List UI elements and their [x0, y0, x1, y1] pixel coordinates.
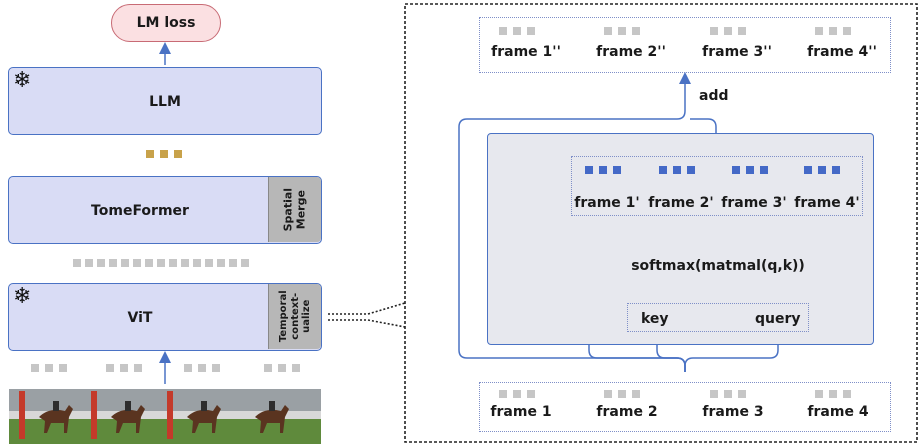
intermediate-frame-3-label: frame 3': [721, 195, 787, 211]
input-frame-4-label: frame 4: [807, 404, 869, 420]
token-gray: [169, 259, 177, 267]
spatial-merge-box: Spatial Merge: [268, 177, 321, 242]
snowflake-icon: ❄: [13, 284, 32, 309]
token-group: [31, 364, 67, 372]
token-group: [264, 364, 300, 372]
llm-block: ❄ LLM: [8, 67, 322, 135]
snowflake-icon: ❄: [13, 68, 32, 93]
softmax-label: softmax(matmal(q,k)): [631, 258, 805, 274]
token-gray: [217, 259, 225, 267]
video-frames-strip: [9, 389, 321, 444]
tomeformer-block: TomeFormer Spatial Merge: [8, 176, 322, 244]
token-row: [73, 259, 263, 268]
temporal-contextualize-label: Temporal context-ualize: [277, 290, 312, 343]
vit-block: ❄ ViT Temporal context-ualize: [8, 283, 322, 351]
output-frame-4-label: frame 4'': [807, 44, 877, 60]
token-gray: [181, 259, 189, 267]
llm-label: LLM: [149, 94, 181, 110]
spatial-merge-label: Spatial Merge: [281, 187, 307, 232]
key-label: key: [641, 311, 669, 327]
intermediate-frame-2-label: frame 2': [648, 195, 714, 211]
token-group: [106, 364, 142, 372]
video-frame: [165, 389, 243, 444]
token-gray: [241, 259, 249, 267]
token-group: [184, 364, 220, 372]
input-frames-box: [479, 382, 891, 432]
token-gold: [174, 150, 182, 158]
output-frames-box: [479, 17, 891, 73]
lm-loss-label: LM loss: [136, 15, 196, 31]
callout-connector: [328, 302, 406, 328]
output-frame-3-label: frame 3'': [702, 44, 772, 60]
token-gray: [157, 259, 165, 267]
token-gold: [146, 150, 154, 158]
vit-label: ViT: [127, 310, 153, 326]
token-gray: [109, 259, 117, 267]
video-frame: [243, 389, 321, 444]
intermediate-frame-1-label: frame 1': [574, 195, 640, 211]
input-frame-3-label: frame 3: [702, 404, 764, 420]
token-gray: [97, 259, 105, 267]
query-line: [684, 330, 784, 372]
token-gray: [73, 259, 81, 267]
query-label: query: [755, 311, 801, 327]
key-query-box: [627, 303, 809, 332]
token-gray: [205, 259, 213, 267]
token-gray: [193, 259, 201, 267]
key-line: [651, 330, 686, 372]
intermediate-frames-box: [571, 156, 863, 216]
token-gray: [133, 259, 141, 267]
tomeformer-label: TomeFormer: [91, 203, 189, 219]
temporal-contextualize-box: Temporal context-ualize: [268, 284, 321, 349]
token-gray: [145, 259, 153, 267]
token-gray: [85, 259, 93, 267]
attention-output-line: [690, 118, 717, 156]
detail-outline: [404, 3, 918, 443]
output-frame-2-label: frame 2'': [596, 44, 666, 60]
output-frame-1-label: frame 1'': [491, 44, 561, 60]
add-label: add: [699, 88, 729, 104]
input-frame-2-label: frame 2: [596, 404, 658, 420]
input-frame-1-label: frame 1: [490, 404, 552, 420]
token-gold: [160, 150, 168, 158]
token-gray: [229, 259, 237, 267]
lm-loss-box: LM loss: [111, 4, 221, 42]
video-frame: [87, 389, 165, 444]
token-gray: [121, 259, 129, 267]
intermediate-frame-4-label: frame 4': [794, 195, 860, 211]
video-frame: [9, 389, 87, 444]
